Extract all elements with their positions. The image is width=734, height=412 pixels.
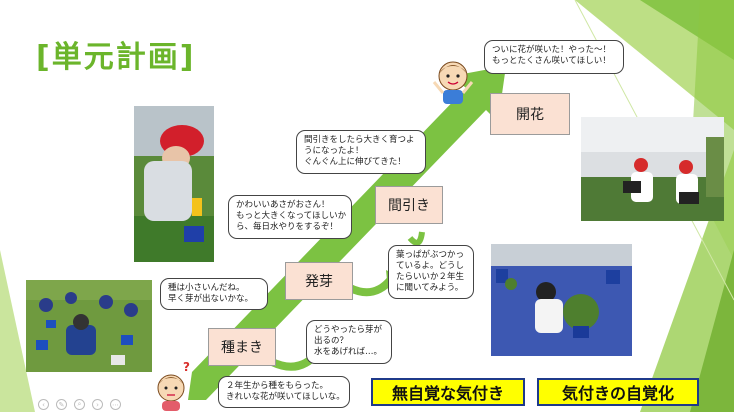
bubble-thinning: 間引きをしたら大きく育つよ うになったよ！ ぐんぐん上に伸びてきた！: [296, 130, 426, 174]
photo-students-tablets: [581, 117, 724, 221]
stage-seed-sowing: 種まき: [208, 328, 276, 366]
zoom-button[interactable]: ⌕: [74, 399, 85, 410]
stage-thinning: 間引き: [375, 186, 443, 224]
bubble-small-seed: 種は小さいんだね。 早く芽が出ないかな。: [160, 278, 268, 310]
bubble-cute-morning-glory: かわいいあさがおさん！ もっと大きくなってほしいか ら、毎日水やりをするぞ！: [228, 195, 352, 239]
bubble-how-to-sprout: どうやったら芽が 出るの？ 水をあげれば…。: [306, 320, 392, 364]
bubble-bloom: ついに花が咲いた！やった～！ もっとたくさん咲いてほしい！: [484, 40, 624, 74]
prev-slide-button[interactable]: ‹: [38, 399, 49, 410]
bubble-leaves-touching: 葉っぱがぶつかっ ているよ。どうし たらいいか２年生 に聞いてみよう。: [388, 245, 474, 299]
stage-bloom: 開花: [490, 93, 570, 135]
bubble-received-seeds: ２年生から種をもらった。 きれいな花が咲いてほしいな。: [218, 376, 350, 408]
photo-child-planting: [134, 106, 214, 262]
photo-class-sowing: [26, 280, 152, 372]
tag-conscious-awareness: 気付きの自覚化: [537, 378, 699, 406]
tag-unconscious-awareness: 無自覚な気付き: [371, 378, 525, 406]
question-mark: ?: [183, 360, 190, 374]
next-slide-button[interactable]: ›: [92, 399, 103, 410]
more-options-button[interactable]: ⋯: [110, 399, 121, 410]
photo-second-grade-advice: [491, 244, 632, 356]
slide-title: [単元計画]: [36, 40, 196, 75]
stage-sprout: 発芽: [285, 262, 353, 300]
pen-tool-button[interactable]: ✎: [56, 399, 67, 410]
